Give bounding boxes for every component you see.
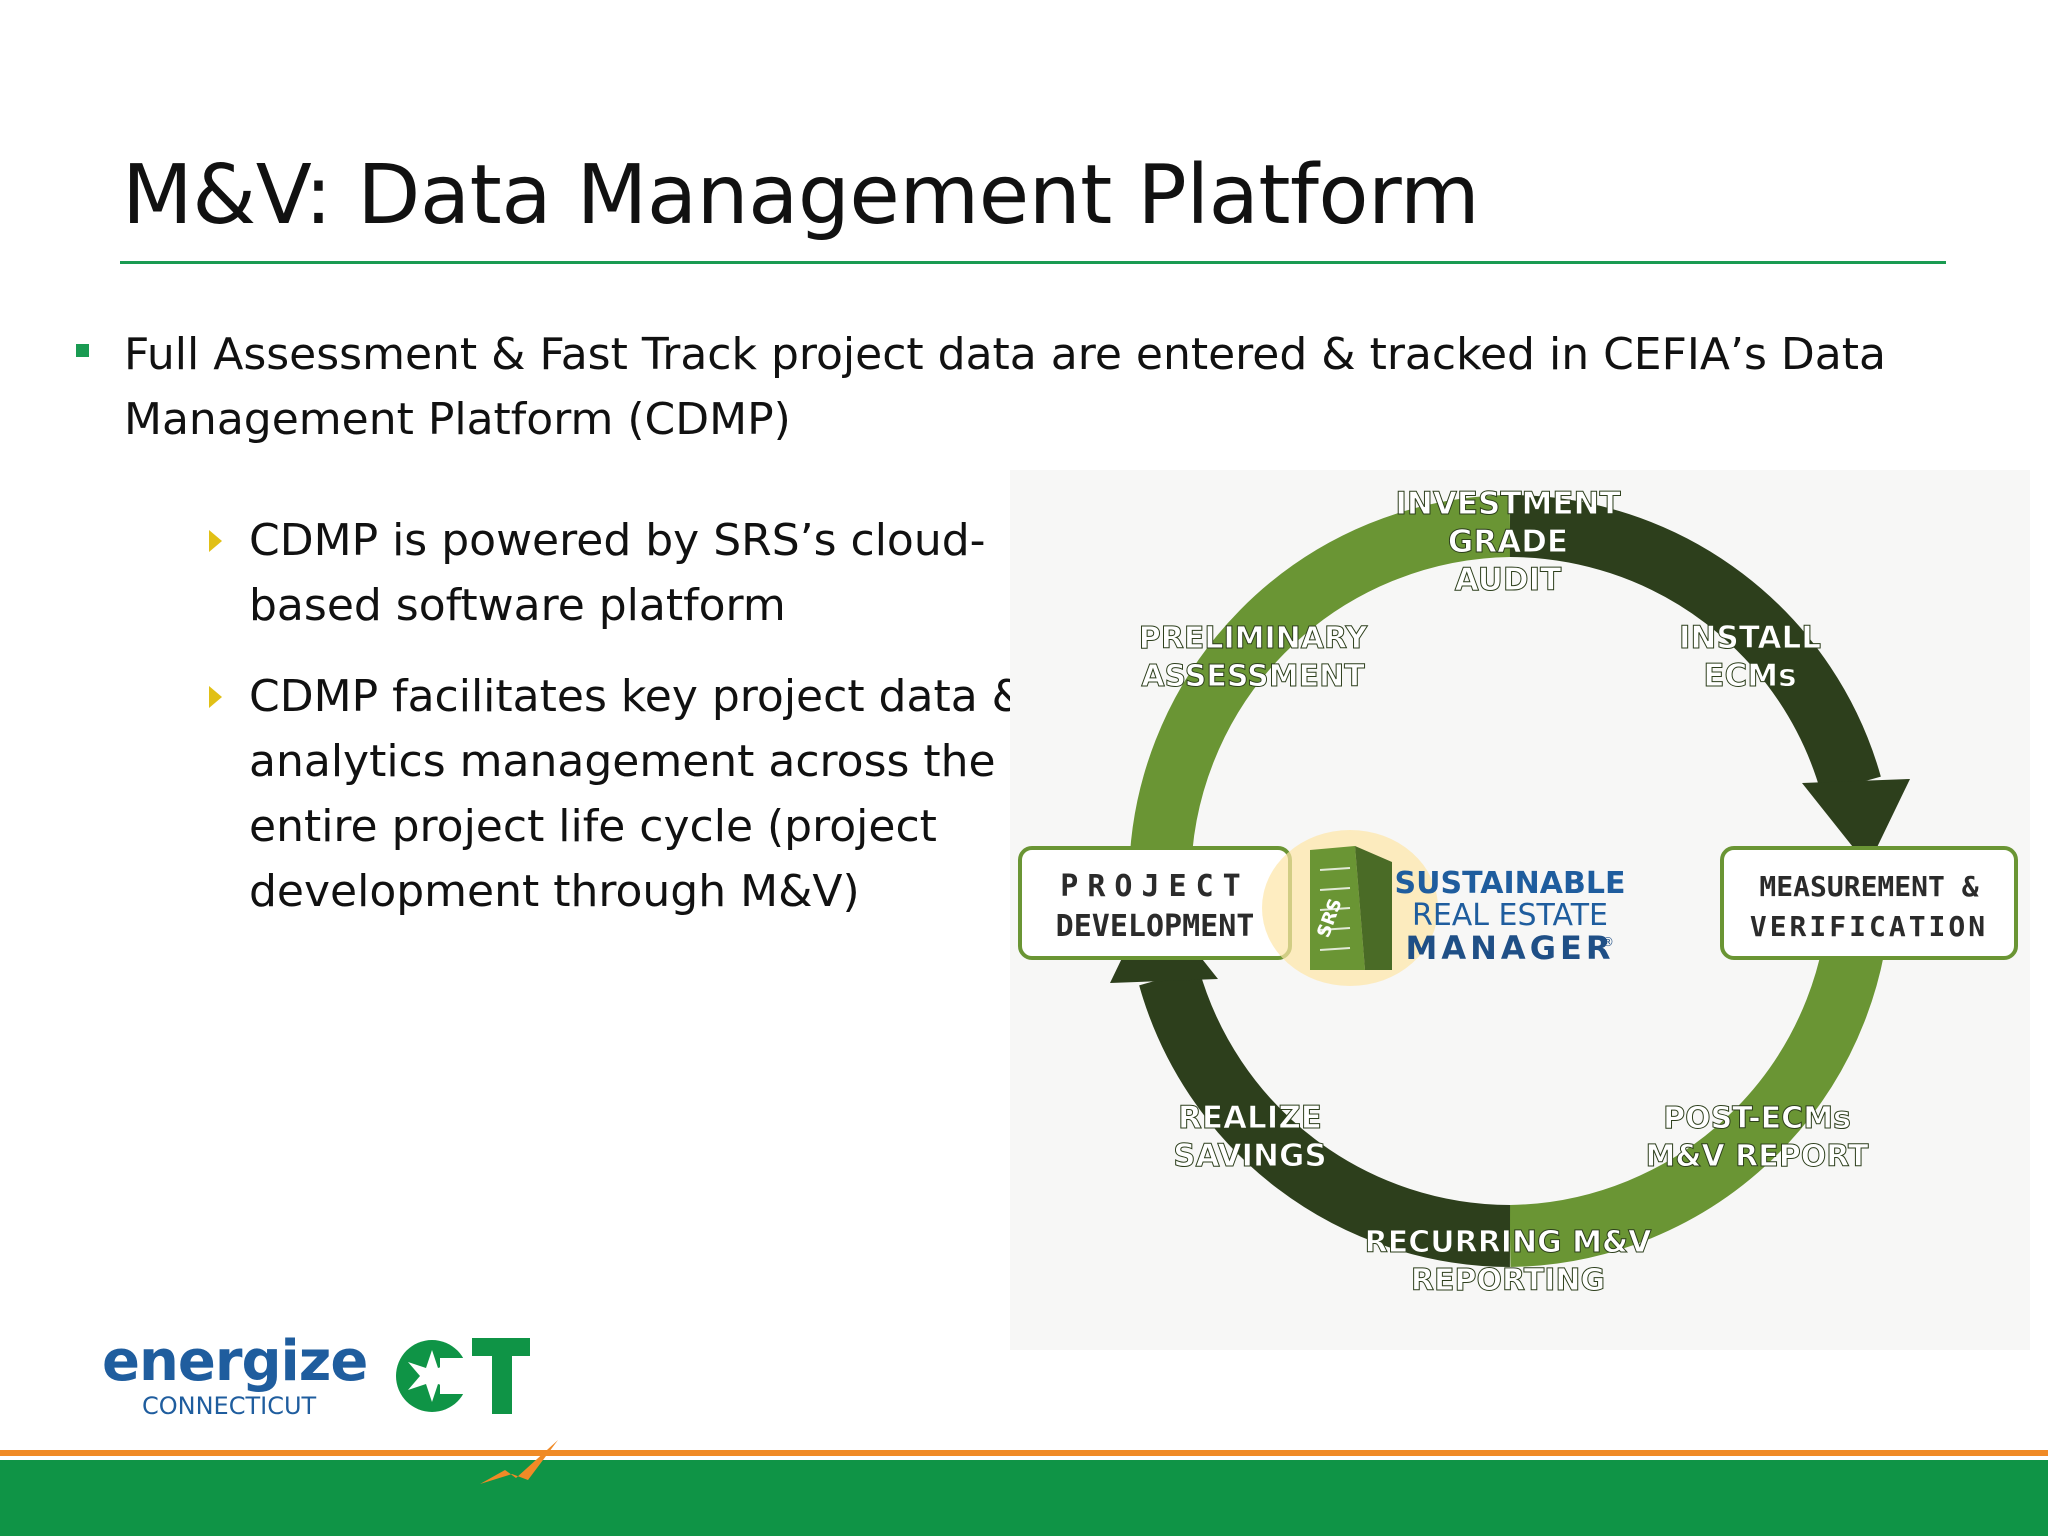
sub-bullet-text: CDMP facilitates key project data & anal…: [249, 671, 1026, 917]
logo-word: energize: [102, 1329, 367, 1394]
footer-orange-line: [0, 1450, 2048, 1456]
stage-measurement-1: MEASUREMENT &: [1759, 870, 1978, 903]
sub-bullet-1: CDMP is powered by SRS’s cloud-based sof…: [209, 508, 1069, 638]
stage-preliminary-2: ASSESSMENT: [1141, 659, 1365, 694]
logo-sub: CONNECTICUT: [142, 1392, 317, 1420]
square-bullet-icon: [76, 344, 89, 357]
stage-recurring-1: RECURRING M&V: [1365, 1225, 1653, 1260]
slide-title: M&V: Data Management Platform: [122, 148, 1480, 243]
sub-bullet-list: CDMP is powered by SRS’s cloud-based sof…: [209, 508, 1069, 950]
stage-realize-2: SAVINGS: [1173, 1138, 1326, 1174]
sub-bullet-text: CDMP is powered by SRS’s cloud-based sof…: [249, 515, 986, 631]
main-bullet: Full Assessment & Fast Track project dat…: [76, 322, 1924, 452]
stage-preliminary-1: PRELIMINARY: [1139, 621, 1369, 656]
stage-install-1: INSTALL: [1679, 620, 1821, 656]
stage-recurring-2: REPORTING: [1411, 1263, 1605, 1298]
footer-band: [0, 1440, 2048, 1536]
stage-realize-1: REALIZE: [1178, 1100, 1322, 1136]
building-side-icon: [1355, 846, 1392, 970]
arc-install: [1509, 495, 1881, 794]
stage-investment-2: GRADE: [1448, 524, 1568, 560]
stage-post-ecms-1: POST-ECMs: [1663, 1101, 1851, 1136]
sub-bullet-2: CDMP facilitates key project data & anal…: [209, 664, 1069, 924]
srs-logo: SRS SUSTAINABLE REAL ESTATE MANAGER ®: [1262, 830, 1625, 986]
main-bullet-text: Full Assessment & Fast Track project dat…: [124, 329, 1886, 445]
stage-project-dev-2: DEVELOPMENT: [1056, 909, 1255, 944]
srs-line2: REAL ESTATE: [1412, 898, 1608, 933]
footer-green-bar: [0, 1460, 2048, 1536]
stage-investment-1: INVESTMENT: [1395, 486, 1620, 522]
stage-measurement-2: VERIFICATION: [1750, 910, 1988, 943]
arc-realize: [1139, 968, 1511, 1267]
srs-line3: MANAGER: [1406, 929, 1615, 967]
srs-line1: SUSTAINABLE: [1395, 866, 1626, 901]
stage-project-dev-1: PROJECT: [1060, 869, 1249, 904]
stage-install-2: ECMs: [1703, 658, 1796, 694]
arc-preliminary: [1129, 495, 1511, 882]
stage-post-ecms-2: M&V REPORT: [1646, 1139, 1870, 1174]
triangle-bullet-icon: [209, 530, 222, 552]
stage-investment-3: AUDIT: [1455, 562, 1562, 598]
title-underline: [120, 261, 1946, 264]
energize-ct-logo: energize CONNECTICUT CT: [102, 1329, 530, 1420]
srs-lifecycle-diagram: INVESTMENT GRADE AUDIT INSTALL ECMs PREL…: [1010, 470, 2030, 1350]
triangle-bullet-icon: [209, 686, 222, 708]
arrowhead-right-icon: [1802, 779, 1910, 866]
ct-mark-icon: [396, 1338, 530, 1414]
registered-mark: ®: [1602, 935, 1614, 949]
measurement-verification-box: [1720, 846, 2018, 960]
arc-post-ecms: [1509, 880, 1891, 1267]
